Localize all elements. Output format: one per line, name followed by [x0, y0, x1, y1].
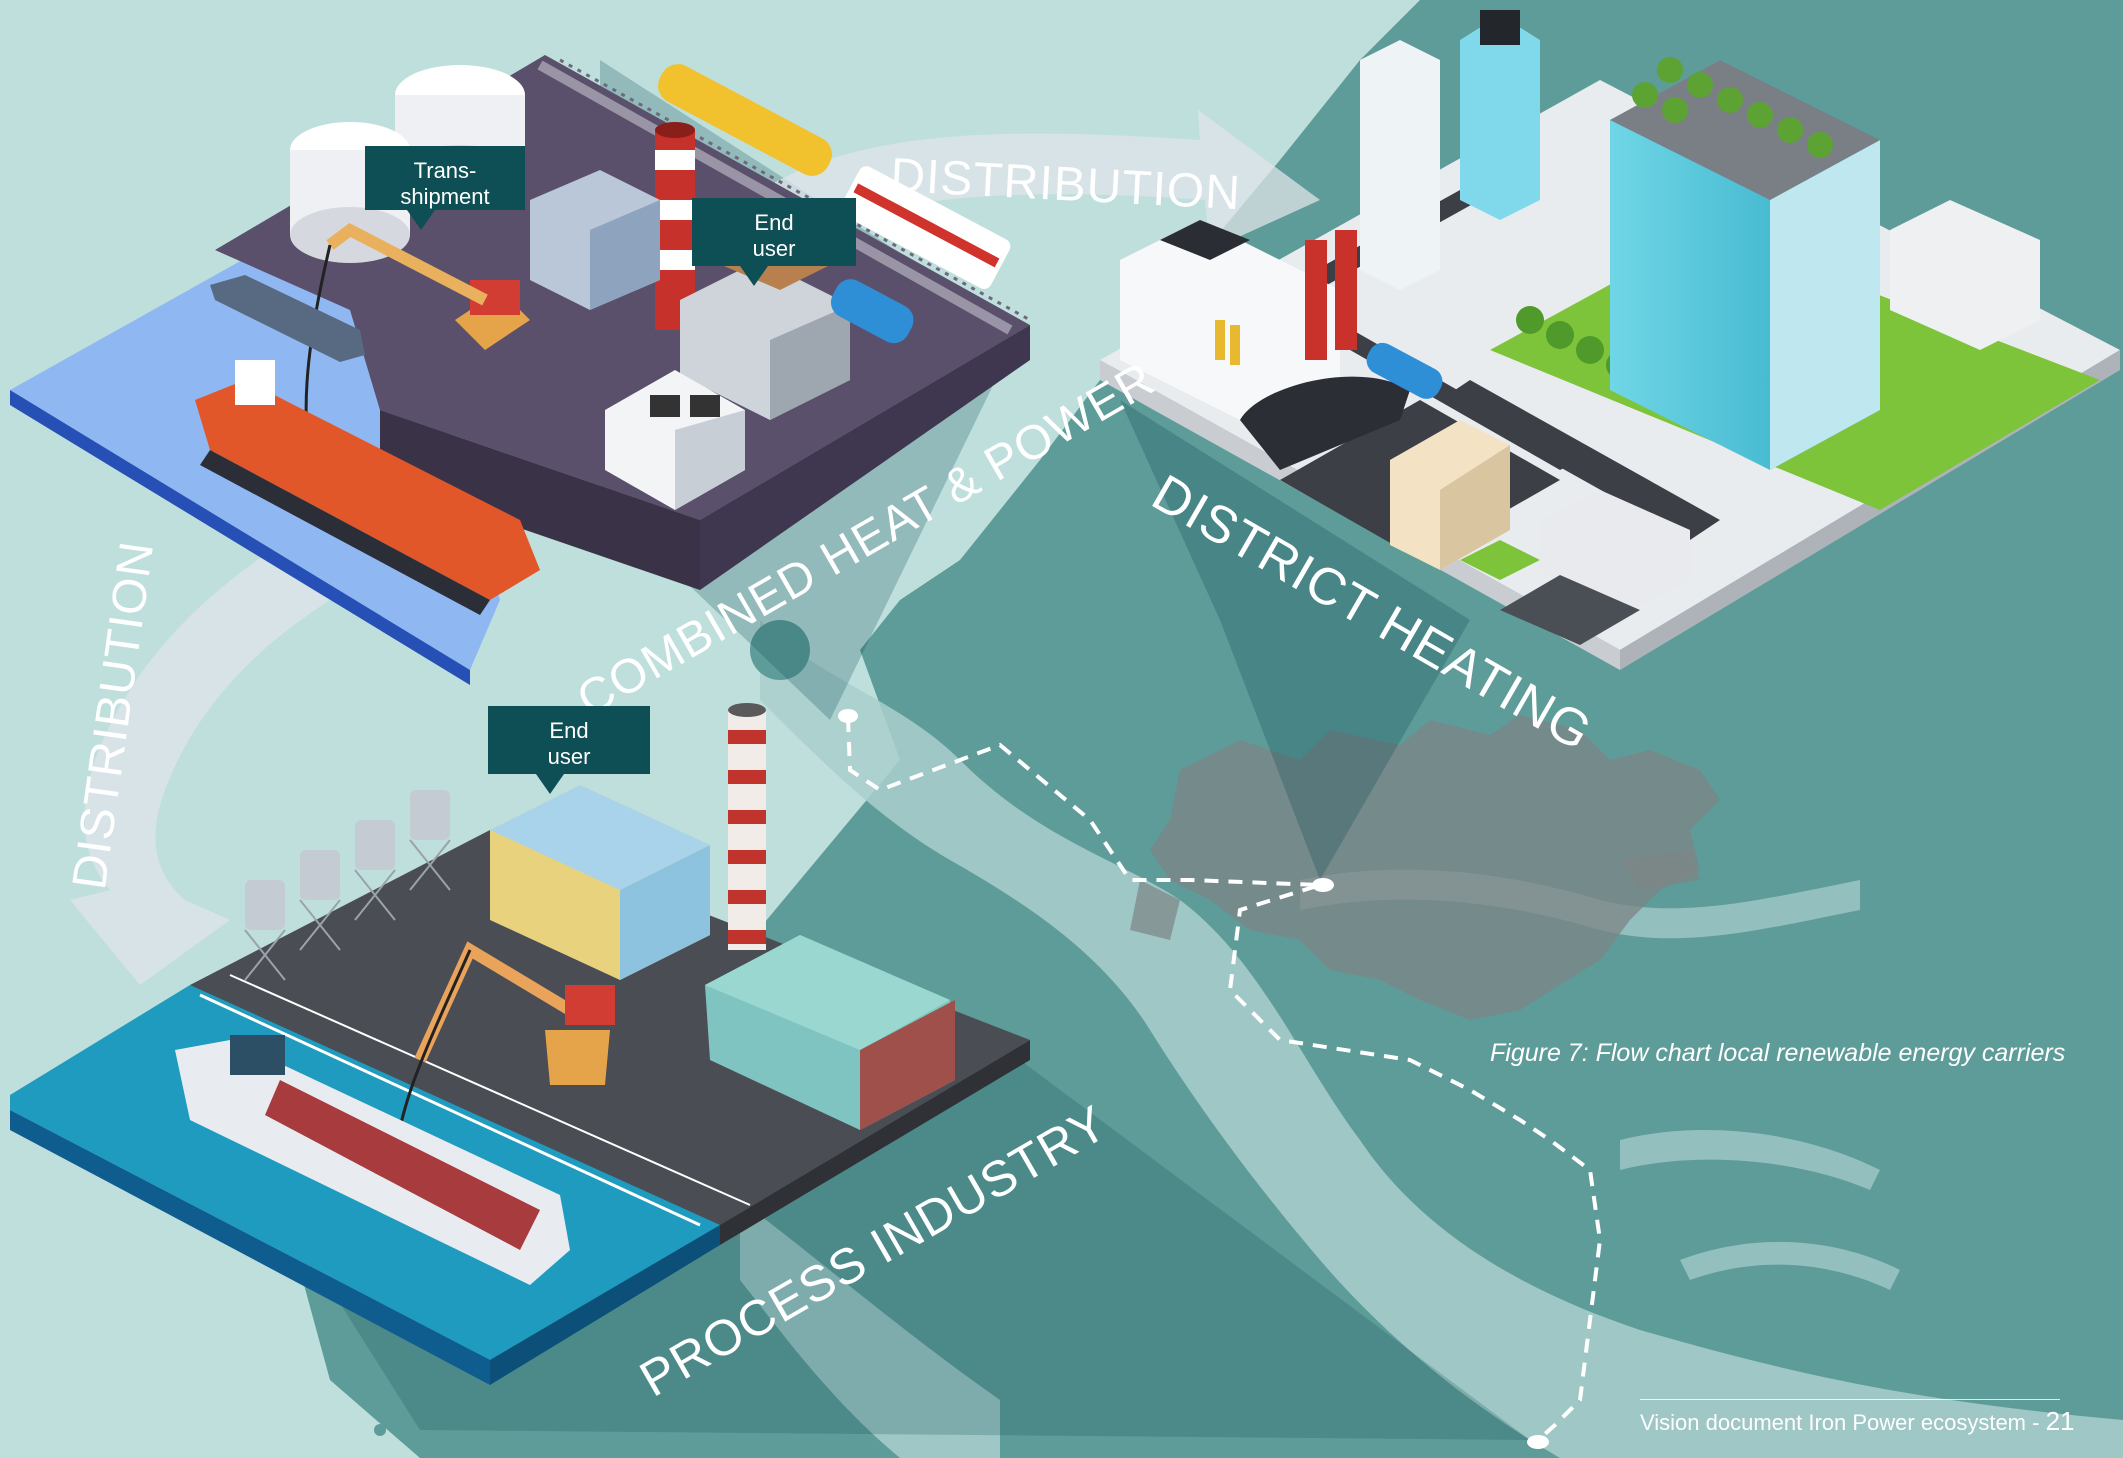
- river-channel: [760, 620, 2123, 1458]
- callout-transhipment: Trans- shipment: [365, 146, 525, 230]
- callout-end-user-process-text: End user: [547, 718, 591, 769]
- footer-separator: -: [2026, 1410, 2046, 1435]
- transport-route: [838, 709, 1603, 1449]
- route-node-city: [1312, 878, 1334, 892]
- footer-separator-line: [1640, 1399, 2060, 1400]
- footer-text: Vision document Iron Power ecosystem: [1640, 1410, 2026, 1435]
- route-node-port: [838, 709, 858, 723]
- city-area: [1150, 715, 1720, 1020]
- route-node-end: [1527, 1435, 1549, 1449]
- process-platform: [10, 703, 1030, 1385]
- page-number: 21: [2045, 1406, 2075, 1436]
- district-platform: [1100, 10, 2120, 670]
- callout-end-user-chp: End user: [692, 198, 856, 286]
- callout-transhipment-text: Trans- shipment: [400, 158, 490, 209]
- chp-platform: [10, 55, 1031, 685]
- figure-caption: Figure 7: Flow chart local renewable ene…: [1490, 1039, 2066, 1067]
- distribution-arrow-top: [770, 110, 1320, 250]
- page-footer: Vision document Iron Power ecosystem - 2…: [1640, 1406, 2074, 1437]
- callout-end-user-process: End user: [488, 706, 650, 794]
- callout-end-user-chp-text: End user: [752, 210, 796, 261]
